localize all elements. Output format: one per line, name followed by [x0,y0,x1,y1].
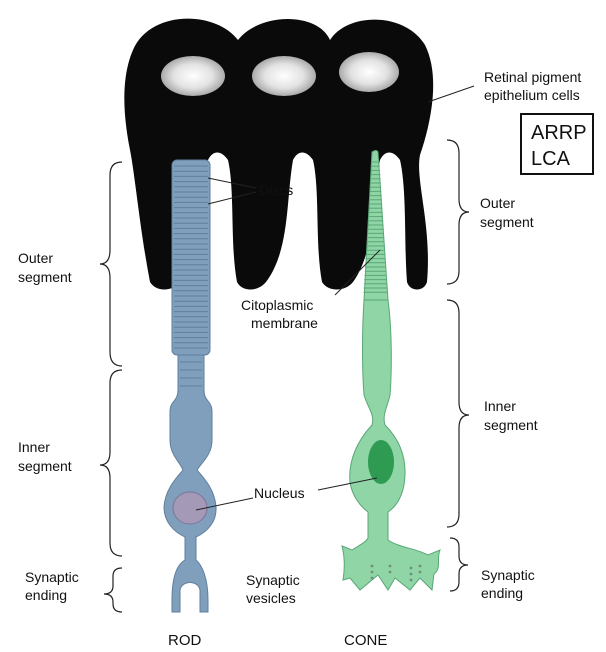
discs-label: Discs [259,182,293,198]
inner-segment-right-2: segment [484,417,538,433]
synaptic-ending-left-2: ending [25,587,67,603]
rpe-label-line2: epithelium cells [484,87,580,103]
synaptic-vesicles-1: Synaptic [246,572,300,588]
rod-inner-segment [164,355,216,612]
rod-title: ROD [168,632,202,649]
brace-synaptic-left [104,568,122,612]
rpe-nucleus [252,56,316,96]
inner-segment-right-1: Inner [484,398,516,414]
outer-segment-right-1: Outer [480,195,515,211]
synaptic-ending-left-1: Synaptic [25,569,79,585]
inner-segment-left-2: segment [18,458,72,474]
outer-segment-right-2: segment [480,214,534,230]
cone-inner-segment [342,300,440,590]
cone-nucleus [368,440,394,484]
rpe-nucleus [161,56,225,96]
rpe-nucleus [339,52,399,92]
rod-cell [164,160,216,612]
citoplasmic-label-2: membrane [251,315,318,331]
brace-outer-left [100,162,122,366]
box-label-arrp: ARRP [531,122,587,144]
outer-segment-left-2: segment [18,269,72,285]
rod-outer-segment [172,160,210,355]
cone-title: CONE [344,632,387,649]
synaptic-ending-right-2: ending [481,585,523,601]
citoplasmic-label-1: Citoplasmic [241,297,313,313]
labels: Retinal pigment epithelium cells Discs O… [18,69,581,649]
nucleus-label: Nucleus [254,485,305,501]
brace-outer-right [447,140,469,284]
rpe-label-line1: Retinal pigment [484,69,581,85]
inner-segment-left-1: Inner [18,439,50,455]
brace-inner-left [100,370,122,556]
rod-nucleus [173,492,207,524]
box-label-lca: LCA [531,148,571,170]
synaptic-ending-right-1: Synaptic [481,567,535,583]
outer-segment-left-1: Outer [18,250,53,266]
synaptic-vesicles-2: vesicles [246,590,296,606]
brace-synaptic-right [450,538,468,591]
rpe-leader [428,86,474,102]
brace-inner-right [447,300,469,527]
